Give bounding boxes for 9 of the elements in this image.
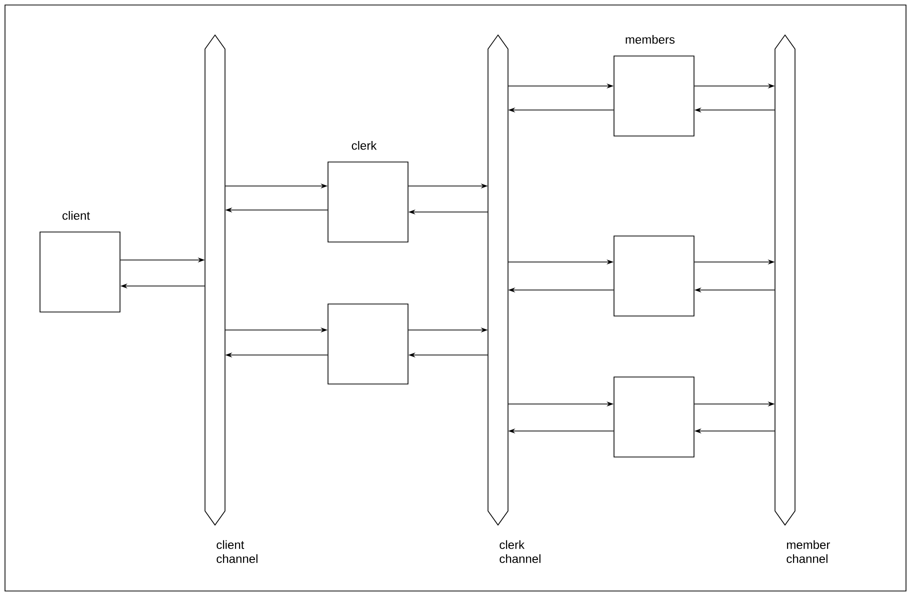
process-box [614,376,694,458]
box-heading: clerk [352,141,377,150]
channel-label: client channel [216,540,258,564]
process-box [328,304,408,384]
box-heading: members [626,35,675,44]
channel-label: member channel [786,540,830,564]
channel-label: clerk channel [500,540,540,564]
process-box [614,236,694,316]
box-heading: client [62,211,90,220]
